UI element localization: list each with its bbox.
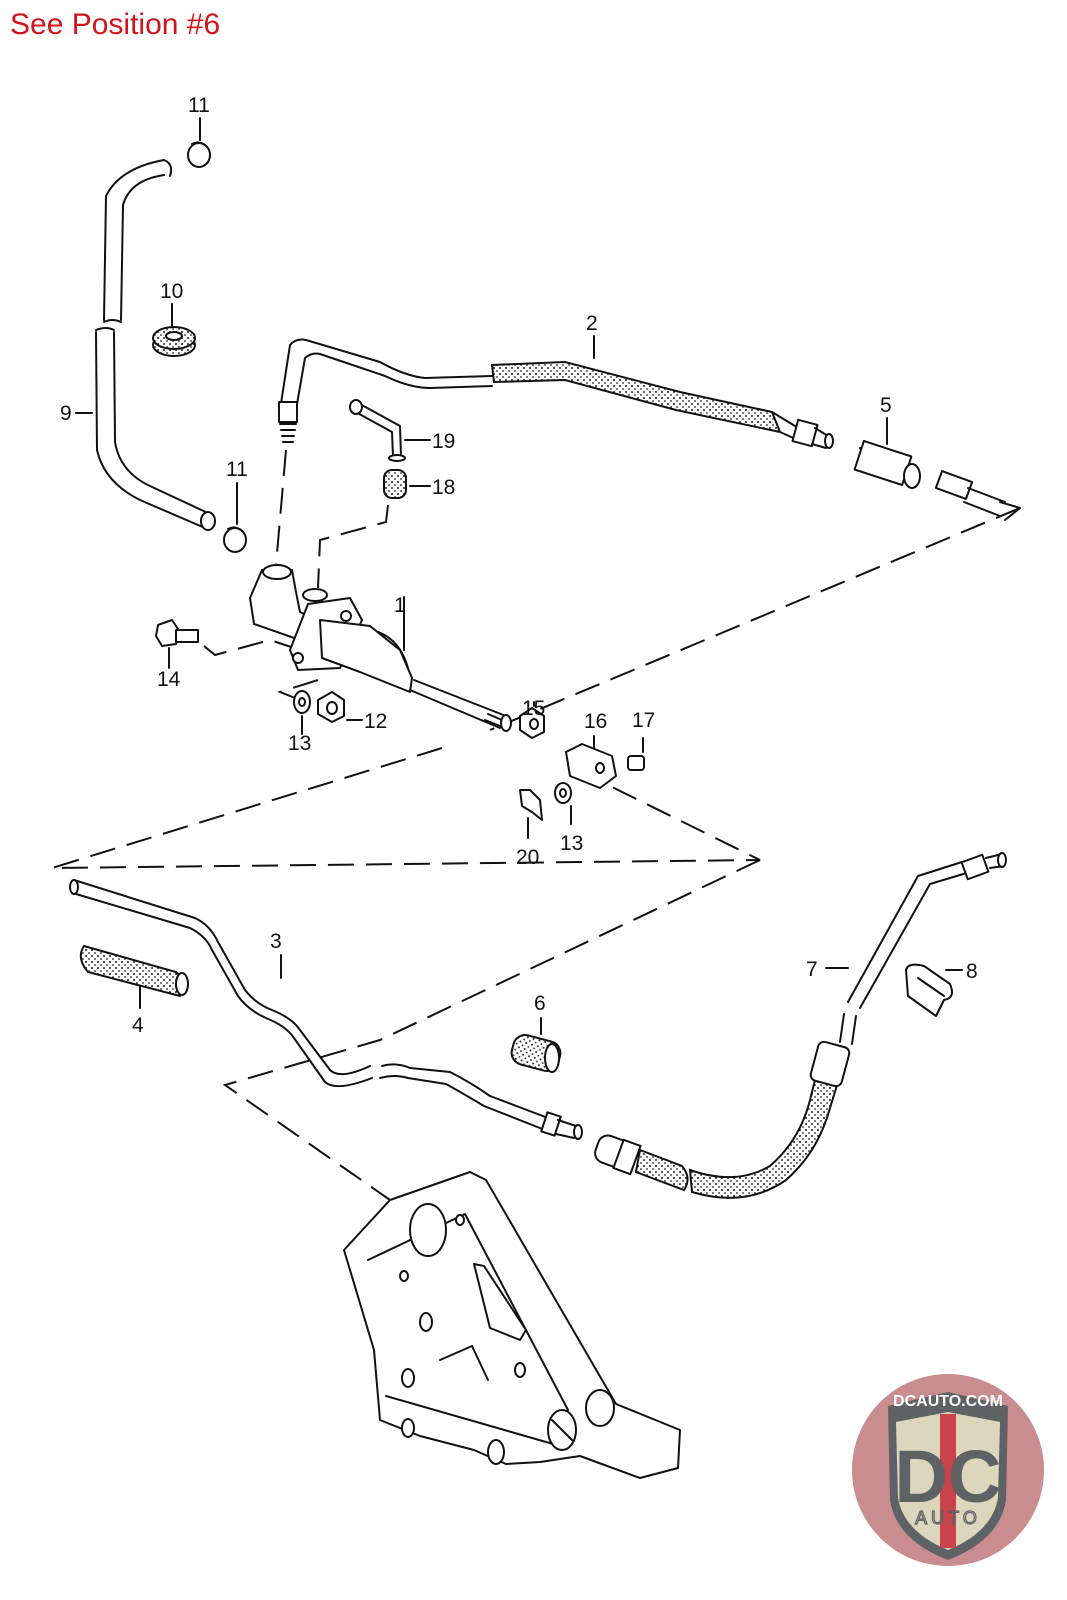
callout-6: 6 xyxy=(534,992,546,1015)
part-8-clip[interactable] xyxy=(905,963,963,1017)
part-3-pipe[interactable] xyxy=(69,879,583,1140)
assembly-line-diagonal xyxy=(51,747,761,869)
part-13-washer-right[interactable] xyxy=(554,782,572,825)
assembly-line-mc-top xyxy=(275,449,389,589)
callout-13-right: 13 xyxy=(560,832,583,855)
logo-sub-text: AUTO xyxy=(915,1508,981,1528)
callout-1: 1 xyxy=(394,594,406,617)
callout-9: 9 xyxy=(60,402,72,425)
assembly-line-nut xyxy=(277,679,319,701)
logo-top-text: DCAUTO.COM xyxy=(893,1393,1003,1410)
callout-5: 5 xyxy=(880,394,892,417)
assembly-line-lower xyxy=(222,859,761,1201)
part-1-master-cylinder[interactable] xyxy=(249,564,512,732)
callout-16: 16 xyxy=(584,710,607,733)
part-4-sleeve[interactable] xyxy=(79,944,189,1009)
callout-3: 3 xyxy=(270,930,282,953)
part-2-pipe-hose[interactable] xyxy=(278,338,834,449)
callout-14: 14 xyxy=(157,668,181,691)
part-11-clamp-bottom[interactable] xyxy=(223,526,247,553)
pedal-bracket[interactable] xyxy=(343,1171,681,1479)
part-5-connector[interactable] xyxy=(853,440,921,489)
part-18-seal[interactable] xyxy=(383,469,431,499)
callout-8: 8 xyxy=(966,960,978,983)
part-14-bolt[interactable] xyxy=(155,619,199,669)
part-9-hose[interactable] xyxy=(95,159,216,531)
dcauto-logo[interactable]: DCAUTO.COM DC AUTO xyxy=(850,1372,1046,1568)
logo-stripe xyxy=(940,1414,956,1548)
callout-18: 18 xyxy=(432,476,455,499)
callout-11-top: 11 xyxy=(188,94,210,117)
assembly-line-bolt xyxy=(203,638,301,657)
part-6-grommet[interactable] xyxy=(509,1017,563,1074)
callout-13-left: 13 xyxy=(288,732,311,755)
callout-11-bottom: 11 xyxy=(226,458,248,481)
part-17-pin[interactable] xyxy=(627,737,645,771)
part-15-nut[interactable] xyxy=(519,701,545,739)
see-position-link[interactable]: See Position #6 xyxy=(10,8,221,41)
assembly-line-upper xyxy=(489,507,1021,731)
logo-main-text: DC xyxy=(895,1435,1002,1518)
callout-19: 19 xyxy=(432,430,455,453)
callout-12: 12 xyxy=(364,710,387,733)
part-16-clevis[interactable] xyxy=(565,735,617,789)
part-11-clamp-top[interactable] xyxy=(187,141,211,168)
callout-10: 10 xyxy=(160,280,183,303)
part-7-pipe-hose[interactable] xyxy=(592,852,1007,1199)
part-19-elbow[interactable] xyxy=(349,399,431,462)
part-20-clip[interactable] xyxy=(519,789,543,839)
callout-15: 15 xyxy=(522,697,545,720)
callout-7: 7 xyxy=(806,958,818,981)
part-10-grommet[interactable] xyxy=(152,326,196,357)
callout-17: 17 xyxy=(632,709,655,732)
part-5-fitting[interactable] xyxy=(934,470,1021,521)
callout-20: 20 xyxy=(516,846,539,869)
part-12-nut[interactable] xyxy=(317,691,363,723)
callout-4: 4 xyxy=(132,1014,144,1037)
callout-2: 2 xyxy=(586,312,598,335)
part-13-washer-left[interactable] xyxy=(293,690,311,735)
